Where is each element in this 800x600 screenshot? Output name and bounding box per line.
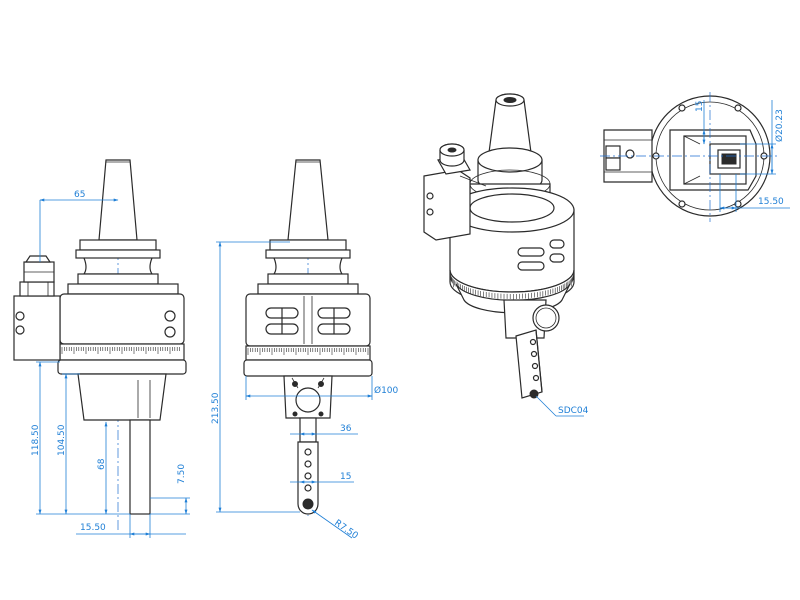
side-view xyxy=(13,159,187,530)
bottom-dim-15: 15 xyxy=(695,101,705,112)
side-view-dimensions: 65 118.50 104.50 68 7.50 15.50 xyxy=(31,190,190,538)
dim-213-50: 213.50 xyxy=(211,392,221,424)
dim-36: 36 xyxy=(340,424,352,434)
dim-15-50: 15.50 xyxy=(80,523,106,533)
dim-104-50: 104.50 xyxy=(57,424,67,456)
front-scale-ticks xyxy=(247,348,369,355)
dim-68: 68 xyxy=(97,458,107,470)
dim-r7-50: R7.50 xyxy=(332,518,359,541)
front-arm-holes xyxy=(302,448,314,510)
label-sdc04: SDC04 xyxy=(558,406,589,416)
iso-slots xyxy=(517,239,565,271)
iso-arm-holes xyxy=(529,338,540,399)
dim-118-50: 118.50 xyxy=(31,424,41,456)
side-scale-ticks xyxy=(61,347,180,354)
dim-7-50: 7.50 xyxy=(177,464,187,484)
dim-dia-100: Ø100 xyxy=(374,385,399,396)
bottom-view xyxy=(600,92,780,222)
front-view xyxy=(243,159,373,516)
bottom-dim-15-50: 15.50 xyxy=(758,197,784,207)
bottom-view-dimensions: 15 Ø20.23 15.50 xyxy=(695,100,790,212)
dim-15: 15 xyxy=(340,472,351,482)
bottom-view-holes xyxy=(652,104,768,208)
dim-65: 65 xyxy=(74,190,85,200)
isometric-view: SDC04 xyxy=(423,93,589,417)
bottom-dim-dia-20-23: Ø20.23 xyxy=(774,109,785,142)
